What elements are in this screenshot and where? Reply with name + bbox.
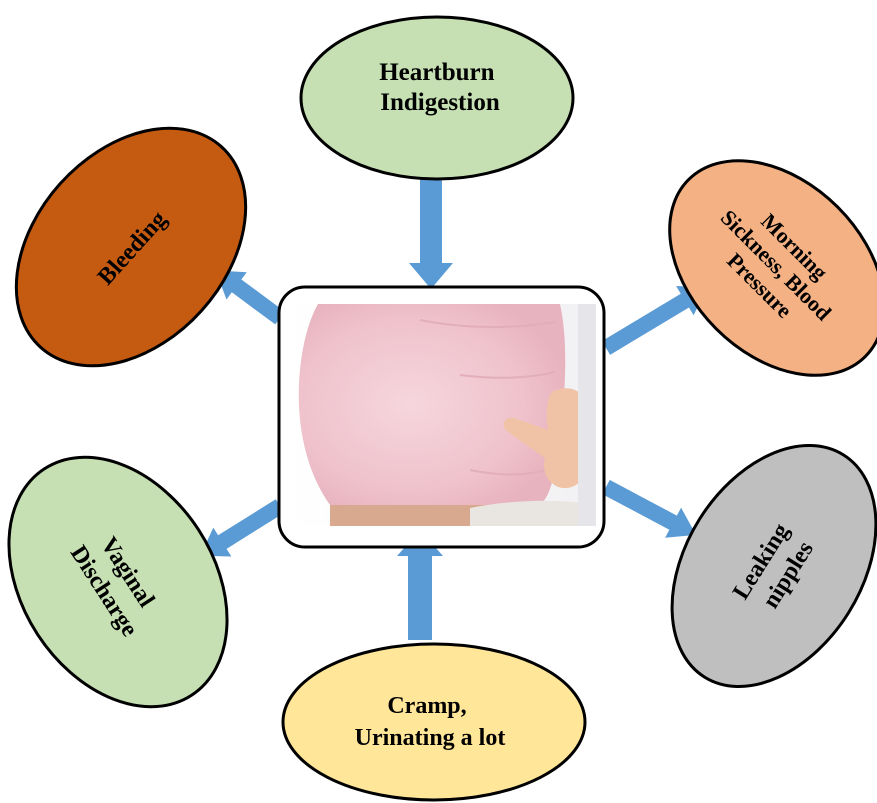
node-label-line: Heartburn: [379, 59, 494, 86]
node-cramp-urinating: Cramp, Urinating a lot: [283, 644, 585, 800]
node-vaginal-discharge: Vaginal Discharge: [0, 416, 272, 747]
node-leaking-nipples: Leaking nipples: [630, 408, 877, 723]
arrow-to-center-from-heartburn: [409, 179, 453, 289]
node-morning-sickness: Morning Sickness, Blood Pressure: [628, 119, 877, 417]
node-heartburn-indigestion: Heartburn Indigestion: [301, 17, 573, 179]
node-bleeding: Bleeding: [0, 83, 292, 411]
node-label-line: Urinating a lot: [355, 725, 506, 751]
node-label-line: Cramp,: [387, 693, 466, 719]
center-photo-frame: [279, 287, 604, 547]
block-arrow-icon: [409, 179, 453, 289]
node-label-line: Indigestion: [380, 89, 500, 116]
pregnant-belly-photo: [290, 304, 596, 526]
